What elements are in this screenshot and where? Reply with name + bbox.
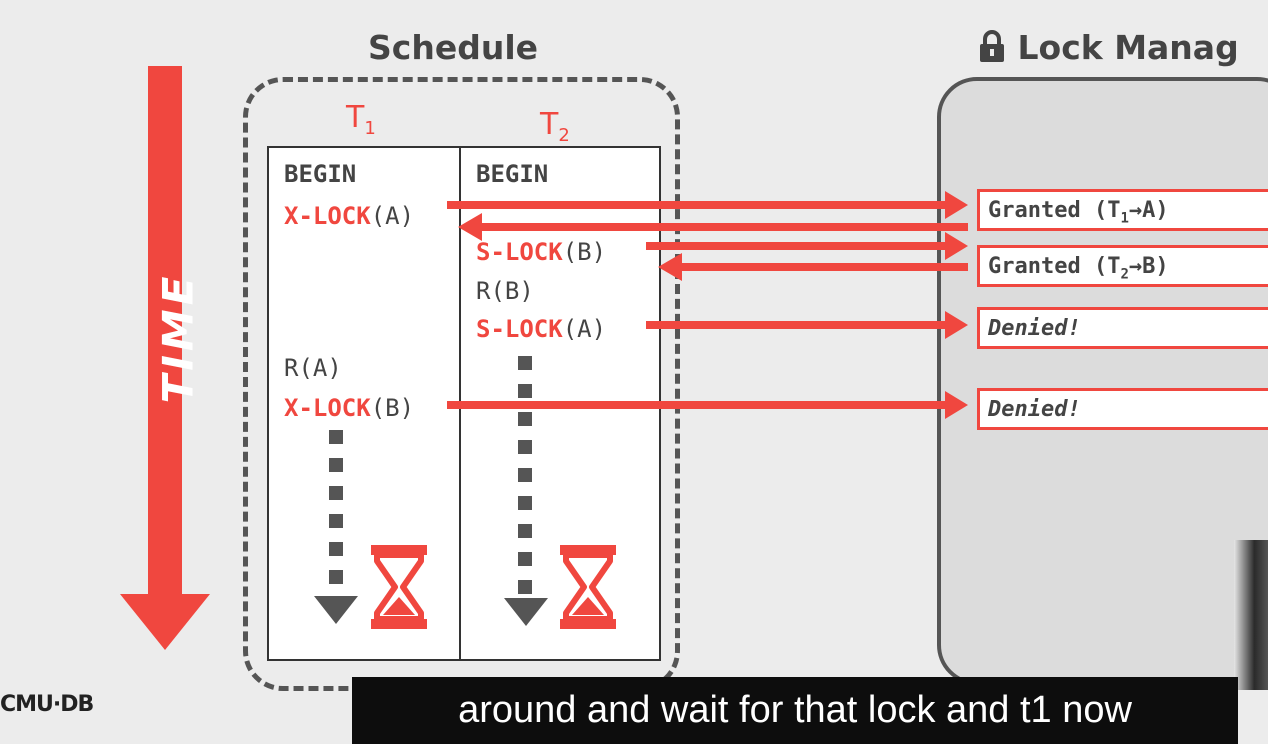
arrow-t1-granted-response (458, 213, 968, 241)
response-denied-t1-b: Denied! (977, 388, 1268, 430)
response-granted-t2-b: Granted (T2→B) (977, 245, 1268, 287)
t1-begin: BEGIN (284, 160, 357, 188)
t1-xlock-a: X-LOCK(A) (284, 202, 415, 230)
presenter-video (1234, 540, 1268, 690)
response-denied-t2-a: Denied! (977, 307, 1268, 349)
t1-wait-arrow (314, 430, 358, 624)
t2-slock-a: S-LOCK(A) (476, 315, 607, 343)
lock-manager-panel (937, 77, 1268, 685)
lock-manager-title-text: Lock Manag (1017, 28, 1239, 67)
t2-read-b: R(B) (476, 277, 534, 305)
t1-xlock-b: X-LOCK(B) (284, 394, 415, 422)
t1-read-a: R(A) (284, 354, 342, 382)
t2-begin: BEGIN (476, 160, 549, 188)
lock-icon (980, 30, 1004, 62)
response-granted-t1-a: Granted (T1→A) (977, 189, 1268, 231)
video-caption: around and wait for that lock and t1 now (352, 677, 1238, 744)
t2-hourglass-icon (560, 545, 616, 629)
arrow-t2-granted-response (658, 253, 968, 281)
t1-label: T1 (346, 100, 376, 139)
arrow-t2-slock-b-request (646, 232, 968, 260)
time-arrow (120, 66, 210, 650)
schedule-title: Schedule (368, 28, 539, 67)
t1-hourglass-icon (371, 545, 427, 629)
cmu-db-logo: CMU·DB (0, 692, 94, 717)
t2-label: T2 (540, 107, 570, 146)
t2-slock-b: S-LOCK(B) (476, 238, 607, 266)
arrow-t2-slock-a-request (646, 311, 968, 339)
t2-wait-arrow (504, 356, 548, 626)
arrow-t1-xlock-a-request (447, 191, 968, 219)
lock-manager-title: Lock Manag (978, 28, 1239, 67)
arrow-t1-xlock-b-request (447, 391, 968, 419)
